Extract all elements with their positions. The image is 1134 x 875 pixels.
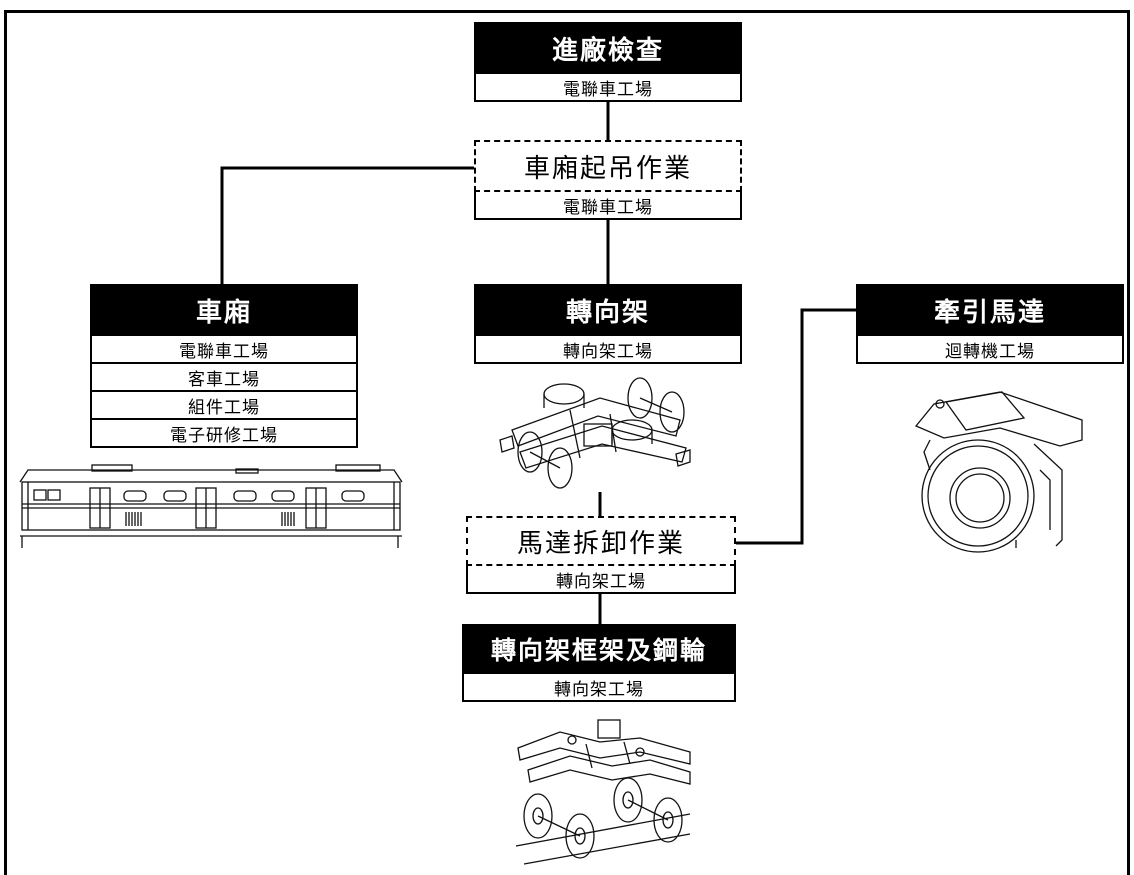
bogie-side-frame (511, 397, 681, 447)
connector-removal-to-motor (736, 308, 856, 545)
wheel-hub (574, 827, 586, 845)
car-window (123, 490, 147, 502)
bogie-brake (675, 449, 691, 467)
wheel-hub (622, 791, 634, 809)
frame-crossbar (585, 743, 593, 769)
wheel-hub (662, 811, 674, 829)
wheel (565, 813, 595, 859)
connector-lift-to-carbody (220, 166, 474, 284)
frame-and-wheels-illustration (515, 719, 691, 865)
traction-unit (583, 423, 613, 447)
motor-shaft-end (949, 467, 1011, 529)
bogie-frame-beam (527, 755, 691, 785)
bogie-wheel (547, 447, 573, 489)
bogie-transom (569, 409, 581, 459)
motor-housing (921, 439, 1035, 553)
motor-housing-rim (927, 445, 1029, 547)
bogie-wheel (659, 391, 685, 433)
node-shop: 電聯車工場 (474, 192, 742, 220)
motor-terminal-box (944, 391, 1026, 431)
node-shop: 電聯車工場 (474, 74, 742, 102)
frame-crossbar (623, 741, 631, 765)
roof-equipment (91, 464, 133, 472)
car-window (233, 490, 257, 502)
bogie-illustration (499, 377, 691, 489)
motor-shaft-center (955, 473, 1005, 523)
wheel-hub (532, 807, 544, 825)
front-window (47, 489, 61, 501)
node-shop: 電子研修工場 (90, 420, 358, 448)
traction-motor-illustration (914, 391, 1083, 553)
wheel (613, 777, 643, 823)
diagram-border (4, 10, 1130, 875)
train-car-illustration (19, 464, 403, 548)
node-motor-removal: 馬達拆卸作業 轉向架工場 (466, 516, 736, 594)
node-shop: 迴轉機工場 (856, 336, 1124, 364)
frame-bolt (635, 747, 645, 757)
front-window (33, 489, 47, 501)
bogie-frame-beam (517, 731, 691, 765)
node-shop: 轉向架工場 (466, 566, 736, 594)
node-inspection: 進廠檢查 電聯車工場 (474, 22, 742, 102)
underframe-vent (281, 512, 295, 526)
car-window (341, 490, 365, 502)
axle (537, 815, 581, 837)
underframe-vent (125, 512, 142, 526)
axle (627, 799, 669, 821)
node-shop: 轉向架工場 (474, 336, 742, 364)
node-shop: 組件工場 (90, 392, 358, 420)
motor-foot (923, 439, 931, 471)
node-title: 轉向架框架及鋼輪 (462, 624, 736, 674)
air-spring (543, 383, 585, 405)
node-title: 車廂 (90, 284, 358, 336)
car-window (163, 490, 187, 502)
node-frame-wheels: 轉向架框架及鋼輪 轉向架工場 (462, 624, 736, 702)
motor-mount (1039, 469, 1051, 530)
bogie-side-frame (519, 425, 687, 469)
frame-bracket (597, 719, 621, 739)
node-shop: 轉向架工場 (462, 674, 736, 702)
roof-equipment (235, 468, 259, 474)
node-traction-motor: 牽引馬達 迴轉機工場 (856, 284, 1124, 364)
motor-mount (1033, 443, 1063, 547)
car-roof (19, 469, 403, 483)
motor-bolt (935, 399, 945, 409)
bogie-brake (499, 435, 515, 453)
node-title: 轉向架 (474, 284, 742, 336)
bogie-wheel (627, 377, 653, 419)
bogie-wheel (517, 431, 543, 473)
node-bogie: 轉向架 轉向架工場 (474, 284, 742, 364)
node-car-lift: 車廂起吊作業 電聯車工場 (474, 140, 742, 220)
car-window (271, 490, 295, 502)
node-title: 進廠檢查 (474, 22, 742, 74)
node-car-body: 車廂 電聯車工場 客車工場 組件工場 電子研修工場 (90, 284, 358, 448)
rail (523, 833, 691, 865)
rail (515, 813, 691, 847)
wheel (523, 793, 553, 839)
connectors (220, 102, 856, 624)
car-body-outline (21, 481, 401, 531)
node-shop: 電聯車工場 (90, 336, 358, 364)
roof-equipment (335, 464, 381, 472)
node-title: 車廂起吊作業 (474, 140, 742, 192)
node-title: 牽引馬達 (856, 284, 1124, 336)
frame-bolt (567, 735, 577, 745)
node-shop: 客車工場 (90, 364, 358, 392)
node-title: 馬達拆卸作業 (466, 516, 736, 566)
